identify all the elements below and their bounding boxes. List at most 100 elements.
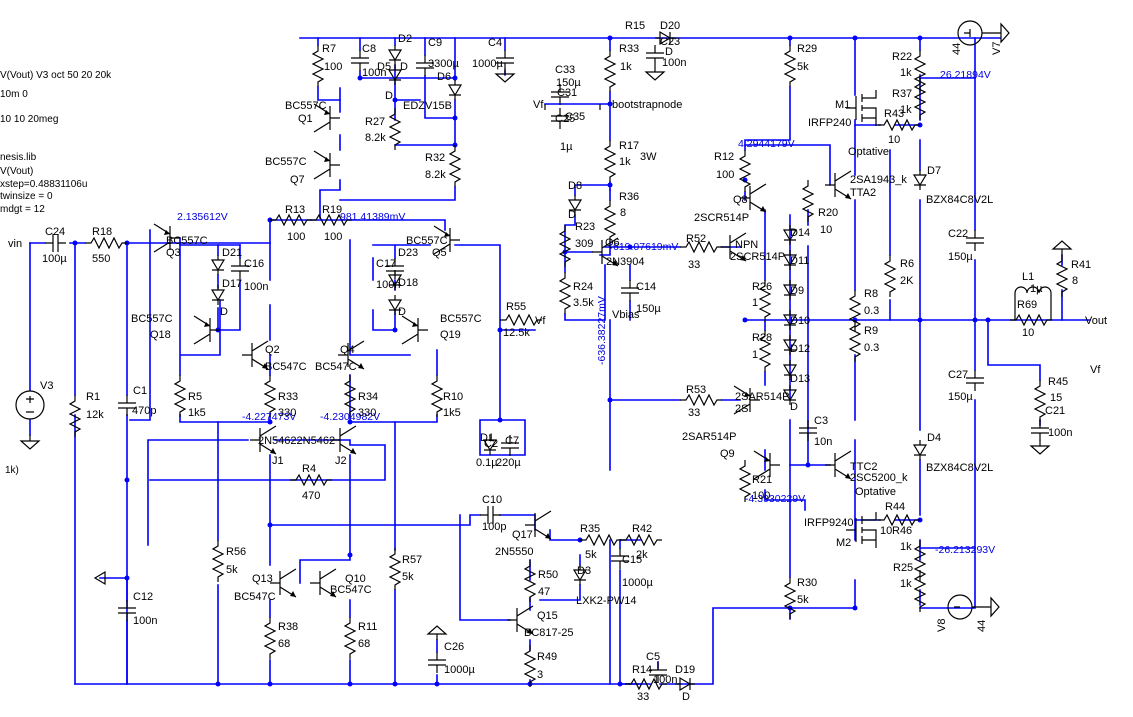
label-r5-value: 1k5 [188, 407, 206, 419]
voltage-vbias-node: -636.38227mV [596, 296, 608, 365]
label-r23: R23 [575, 221, 595, 233]
label-r17-power: 3W [640, 151, 657, 163]
label-d13: D13 [790, 373, 810, 385]
ground-symbols [20, 23, 1072, 641]
label-q5-model: BC557C [406, 235, 448, 247]
label-q10-model: BC547C [330, 584, 372, 596]
label-q1-model: BC557C [285, 100, 327, 112]
label-r8: R8 [864, 288, 878, 300]
net-label-vbias: Vbias [612, 309, 640, 321]
voltage-neg-rail: -26.213293V [935, 544, 995, 556]
label-r18: R18 [92, 226, 112, 238]
label-c10-value: 100p [482, 521, 506, 533]
label-d5: D5 [377, 61, 391, 73]
label-r20-value: 10 [820, 224, 832, 236]
label-r46: R46 [892, 525, 912, 537]
label-r11-value: 68 [358, 638, 370, 650]
label-r44: R44 [885, 501, 905, 513]
label-d21: D21 [222, 247, 242, 259]
label-r4-value: 470 [302, 490, 320, 502]
label-jfet-model: 2N54622N5462 [258, 435, 335, 447]
label-d8: D8 [568, 180, 582, 192]
label-v3: V3 [40, 380, 53, 392]
label-q19: Q19 [440, 329, 461, 341]
label-r14: R14 [632, 664, 652, 676]
label-r34: R34 [358, 391, 378, 403]
label-c33-value: 150µ [556, 77, 581, 89]
label-r13: R13 [285, 204, 305, 216]
label-c26-value: 1000µ [444, 664, 475, 676]
label-j2: J2 [335, 455, 347, 467]
label-d6: D6 [437, 71, 451, 83]
label-r1-value: 12k [86, 409, 104, 421]
label-r33b: R33 [278, 391, 298, 403]
label-d: D [568, 209, 576, 221]
net-label-vf: Vf [535, 315, 546, 327]
label-r18-value: 550 [92, 253, 110, 265]
label-d: D [682, 691, 690, 703]
label-r11: R11 [358, 621, 377, 633]
label-v7: V7 [991, 42, 1003, 55]
net-label-vf: Vf [1090, 364, 1101, 376]
label-q9-suffix: 2S [735, 403, 748, 415]
label-m2: M2 [836, 537, 851, 549]
label-tta2: TTA2 [850, 187, 876, 199]
label-c22-value: 150µ [948, 251, 973, 263]
net-label-optative: Optative [848, 146, 889, 158]
label-q17: Q17 [512, 529, 533, 541]
label-d14: D14 [790, 227, 810, 239]
label-d7: D7 [927, 165, 941, 177]
directive-line: 1k) [5, 465, 19, 476]
label-r29: R29 [797, 43, 817, 55]
label-m2-model: IRFP9240 [804, 517, 854, 529]
label-c22: C22 [948, 228, 968, 240]
label-r5: R5 [188, 391, 202, 403]
net-label-bootstrap: bootstrapnode [612, 99, 682, 111]
label-q17-model: 2N5550 [495, 546, 534, 558]
label-c1-value: 470p [132, 405, 156, 417]
label-q13: Q13 [252, 573, 273, 585]
label-r9: R9 [864, 325, 878, 337]
label-r6: R6 [900, 258, 914, 270]
label-r41: R41 [1071, 259, 1091, 271]
label-c17-value: 100n [376, 279, 400, 291]
label-r56: R56 [226, 546, 246, 558]
label-r56-value: 5k [226, 564, 238, 576]
label-d9: D9 [790, 285, 804, 297]
directive-line: V(Vout) V3 oct 50 20 20k [0, 70, 112, 81]
inductor-and-sources [15, 20, 1052, 620]
label-d20: D20 [660, 20, 680, 32]
label-r53: R53 [686, 384, 706, 396]
label-m1-model: IRFP240 [808, 117, 851, 129]
label-d6-model: EDZV15B [403, 100, 452, 112]
label-r21-value: 100 [752, 490, 770, 502]
label-c25: C25 [555, 113, 575, 125]
label-c17: C17 [376, 258, 396, 270]
directive-line: nesis.lib [0, 152, 37, 163]
label-c27: C27 [948, 369, 968, 381]
label-q13-model: BC547C [234, 591, 276, 603]
label-j1: J1 [272, 455, 284, 467]
label-r33: R33 [619, 43, 639, 55]
label-v7-value: 44 [951, 43, 963, 55]
label-npn: NPN [735, 239, 758, 251]
label-r28: R28 [752, 332, 772, 344]
label-r35-value: 5k [585, 549, 597, 561]
label-r9-value: 0.3 [864, 342, 879, 354]
label-q8: Q8 [733, 194, 748, 206]
label-r55: R55 [506, 301, 526, 313]
label-r28-value: 1 [752, 349, 758, 361]
label-q4: Q4 [340, 344, 355, 356]
label-q7: Q7 [290, 174, 305, 186]
voltage-q8-base: 4.2944179V [738, 138, 795, 150]
label-d18: D18 [398, 277, 418, 289]
label-r43: R43 [884, 108, 904, 120]
label-d4-model: BZX84C8V2L [926, 462, 993, 474]
label-npn-model: 2SCR514P [730, 251, 785, 263]
label-c24-value: 100µ [42, 253, 67, 265]
label-r26: R26 [752, 281, 772, 293]
label-d19: D19 [675, 664, 695, 676]
label-d: D [398, 306, 406, 318]
label-r26-value: 1 [752, 297, 758, 309]
label-c35-value: 1µ [560, 141, 573, 153]
